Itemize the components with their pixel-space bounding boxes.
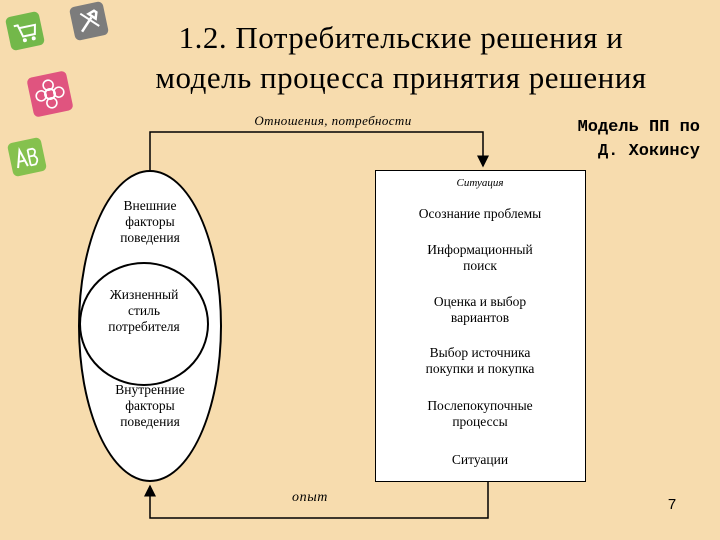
- process-step-purchase-line-2: покупки и покупка: [425, 361, 535, 376]
- process-step-situations-line-1: Ситуации: [451, 452, 509, 467]
- external-factors-line-1: Внешние: [123, 198, 177, 213]
- tools-icon: [68, 0, 110, 42]
- title-line-2: модель процесса принятия решения: [155, 60, 647, 95]
- lifestyle-line-3: потребителя: [108, 319, 180, 334]
- process-step-evaluation: Оценка и выбор вариантов: [380, 294, 580, 326]
- process-step-purchase-line-1: Выбор источника: [429, 345, 531, 360]
- external-factors-line-3: поведения: [120, 230, 180, 245]
- model-label-line-1: Модель ПП по: [577, 118, 700, 137]
- process-step-evaluation-line-1: Оценка и выбор: [433, 294, 527, 309]
- internal-factors-line-2: факторы: [125, 398, 175, 413]
- decision-process-box: [375, 170, 586, 482]
- process-step-post-purchase: Послепокупочные процессы: [380, 398, 580, 430]
- internal-factors-line-1: Внутренние: [115, 382, 185, 397]
- cart-icon: [4, 10, 46, 52]
- process-step-purchase: Выбор источника покупки и покупка: [380, 345, 580, 377]
- page-title: 1.2. Потребительские решения и модель пр…: [96, 18, 706, 98]
- lifestyle-label: Жизненный стиль потребителя: [74, 287, 214, 335]
- lifestyle-circle: [79, 262, 209, 386]
- process-step-information-search: Информационный поиск: [380, 242, 580, 274]
- flower-icon: [26, 70, 74, 118]
- external-factors-label: Внешние факторы поведения: [80, 198, 220, 246]
- process-step-problem-recognition: Осознание проблемы: [380, 206, 580, 222]
- lifestyle-line-1: Жизненный: [109, 287, 179, 302]
- model-label: Модель ПП по Д. Хокинсу: [520, 116, 700, 164]
- process-step-situation-line-1: Ситуация: [456, 177, 504, 189]
- process-step-situations: Ситуации: [380, 452, 580, 468]
- abc-icon: [6, 136, 48, 178]
- internal-factors-line-3: поведения: [120, 414, 180, 429]
- lifestyle-line-2: стиль: [127, 303, 160, 318]
- process-step-information-search-line-2: поиск: [463, 258, 497, 273]
- process-step-post-purchase-line-1: Послепокупочные: [427, 398, 533, 413]
- needs-label: Отношения, потребности: [254, 113, 412, 128]
- page-number: 7: [667, 496, 677, 513]
- process-step-evaluation-line-2: вариантов: [450, 310, 510, 325]
- model-label-line-2: Д. Хокинсу: [597, 142, 700, 161]
- process-step-information-search-line-1: Информационный: [427, 242, 533, 257]
- process-step-problem-recognition-line-1: Осознание проблемы: [418, 206, 542, 221]
- external-factors-line-2: факторы: [125, 214, 175, 229]
- experience-label: опыт: [292, 490, 328, 505]
- needs-feedback-arrow: [149, 131, 489, 170]
- title-line-1: 1.2. Потребительские решения и: [178, 20, 624, 55]
- internal-factors-label: Внутренние факторы поведения: [80, 382, 220, 430]
- process-step-post-purchase-line-2: процессы: [452, 414, 508, 429]
- process-step-situation: Ситуация: [380, 175, 580, 191]
